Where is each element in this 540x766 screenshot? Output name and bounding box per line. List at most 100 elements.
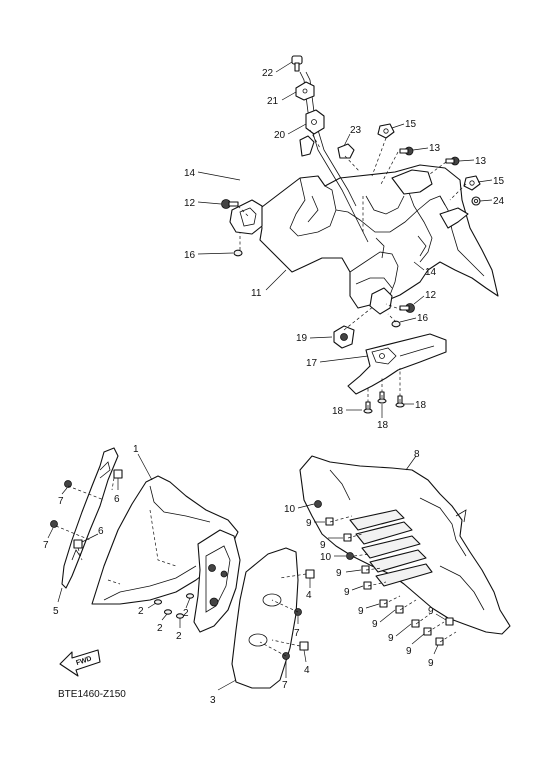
nut-part-4b [299, 641, 309, 651]
callout-6a: 6 [114, 494, 120, 505]
callout-9d: 9 [344, 587, 350, 598]
rear-flap [439, 207, 469, 229]
callout-1: 1 [133, 444, 139, 455]
callout-9b: 9 [320, 540, 326, 551]
callout-4b: 4 [304, 665, 310, 676]
fender-bracket [193, 529, 241, 633]
bolt-part-13a [399, 146, 414, 156]
screw-part-2a [153, 599, 163, 605]
clip-part-23 [337, 143, 355, 159]
callout-21: 21 [267, 96, 279, 107]
screw-part-2b [163, 609, 173, 615]
callout-18a: 18 [332, 406, 344, 417]
bolt-part-22 [291, 55, 303, 72]
callout-17: 17 [306, 358, 318, 369]
callout-9f: 9 [372, 619, 378, 630]
plate-part-21 [295, 81, 315, 101]
callout-18b: 18 [377, 420, 389, 431]
callout-9h: 9 [406, 646, 412, 657]
callout-4a: 4 [306, 590, 312, 601]
grommet-part-19 [333, 325, 355, 349]
callout-12b: 12 [425, 290, 437, 301]
callout-7c: 7 [294, 628, 300, 639]
side-panel-part-5 [61, 447, 119, 589]
callout-9a: 9 [306, 518, 312, 529]
callout-8: 8 [414, 449, 420, 460]
callout-9c: 9 [336, 568, 342, 579]
callout-7b: 7 [43, 540, 49, 551]
bolt-part-10b [346, 552, 354, 560]
inner-fender-part-11 [257, 164, 499, 309]
callout-12a: 12 [184, 198, 196, 209]
nut-part-4a [305, 569, 315, 579]
callout-13b: 13 [475, 156, 487, 167]
bolt-part-24 [471, 196, 481, 206]
callout-9g: 9 [388, 633, 394, 644]
callout-6b: 6 [98, 526, 104, 537]
plate-part-17 [347, 333, 447, 395]
bolt-part-10a [314, 500, 322, 508]
fwd-label: FWD [75, 655, 92, 667]
callout-2b: 2 [157, 623, 163, 634]
clip-part-9j [445, 617, 454, 626]
side-panel-part-3 [231, 547, 299, 689]
clip-part-9g [411, 619, 420, 628]
callout-15b: 15 [493, 176, 505, 187]
washer-part-16b [391, 320, 401, 328]
forward-arrow-icon: FWD [59, 649, 101, 677]
diagram-code: BTE1460-Z150 [58, 689, 126, 700]
callout-2c: 2 [176, 631, 182, 642]
callout-2a: 2 [138, 606, 144, 617]
front-fender-assembly [50, 447, 315, 689]
washer-part-16a [233, 249, 243, 257]
clip-part-9b [343, 533, 352, 542]
callout-13a: 13 [429, 143, 441, 154]
callout-16a: 16 [184, 250, 196, 261]
bracket-part-14a [229, 199, 263, 235]
callout-14a: 14 [184, 168, 196, 179]
rear-fender-assembly [221, 55, 499, 414]
inner-panel-assembly [299, 455, 511, 646]
callout-9e: 9 [358, 606, 364, 617]
callout-5: 5 [53, 606, 59, 617]
callout-3: 3 [210, 695, 216, 706]
nut-part-6b [73, 539, 83, 549]
clip-part-9h [423, 627, 432, 636]
callout-14b: 14 [425, 267, 437, 278]
nut-part-6a [113, 469, 123, 479]
clip-part-9e [379, 599, 388, 608]
callout-23: 23 [350, 125, 362, 136]
bolt-part-13b [445, 156, 460, 166]
callout-18c: 18 [415, 400, 427, 411]
nut-part-15a [377, 123, 395, 139]
callout-2d: 2 [183, 608, 189, 619]
bolt-part-12b [399, 303, 415, 313]
callout-labels: 22 21 20 23 15 13 13 15 24 14 12 16 [43, 61, 505, 706]
screw-part-7a [64, 480, 72, 488]
screw-part-2d [185, 593, 195, 599]
callout-10b: 10 [320, 552, 332, 563]
clip-part-9i [435, 637, 444, 646]
callout-16b: 16 [417, 313, 429, 324]
callout-22: 22 [262, 68, 274, 79]
bracket-part-14b [369, 287, 393, 315]
callout-7d: 7 [282, 680, 288, 691]
clip-part-9d [363, 581, 372, 590]
nut-part-15b [463, 175, 481, 191]
callout-7a: 7 [58, 496, 64, 507]
callout-20: 20 [274, 130, 286, 141]
callout-15a: 15 [405, 119, 417, 130]
callout-9j: 9 [428, 606, 434, 617]
callout-19: 19 [296, 333, 308, 344]
bolt-part-12a [221, 199, 239, 209]
clip-part-9f [395, 605, 404, 614]
callout-10a: 10 [284, 504, 296, 515]
callout-11: 11 [251, 288, 262, 299]
clip-part-9c [361, 565, 370, 574]
callout-9i: 9 [428, 658, 434, 669]
callout-24: 24 [493, 196, 505, 207]
screw-part-7b [50, 520, 58, 528]
clamp-part-20 [299, 109, 325, 157]
clip-part-9a [325, 517, 334, 526]
